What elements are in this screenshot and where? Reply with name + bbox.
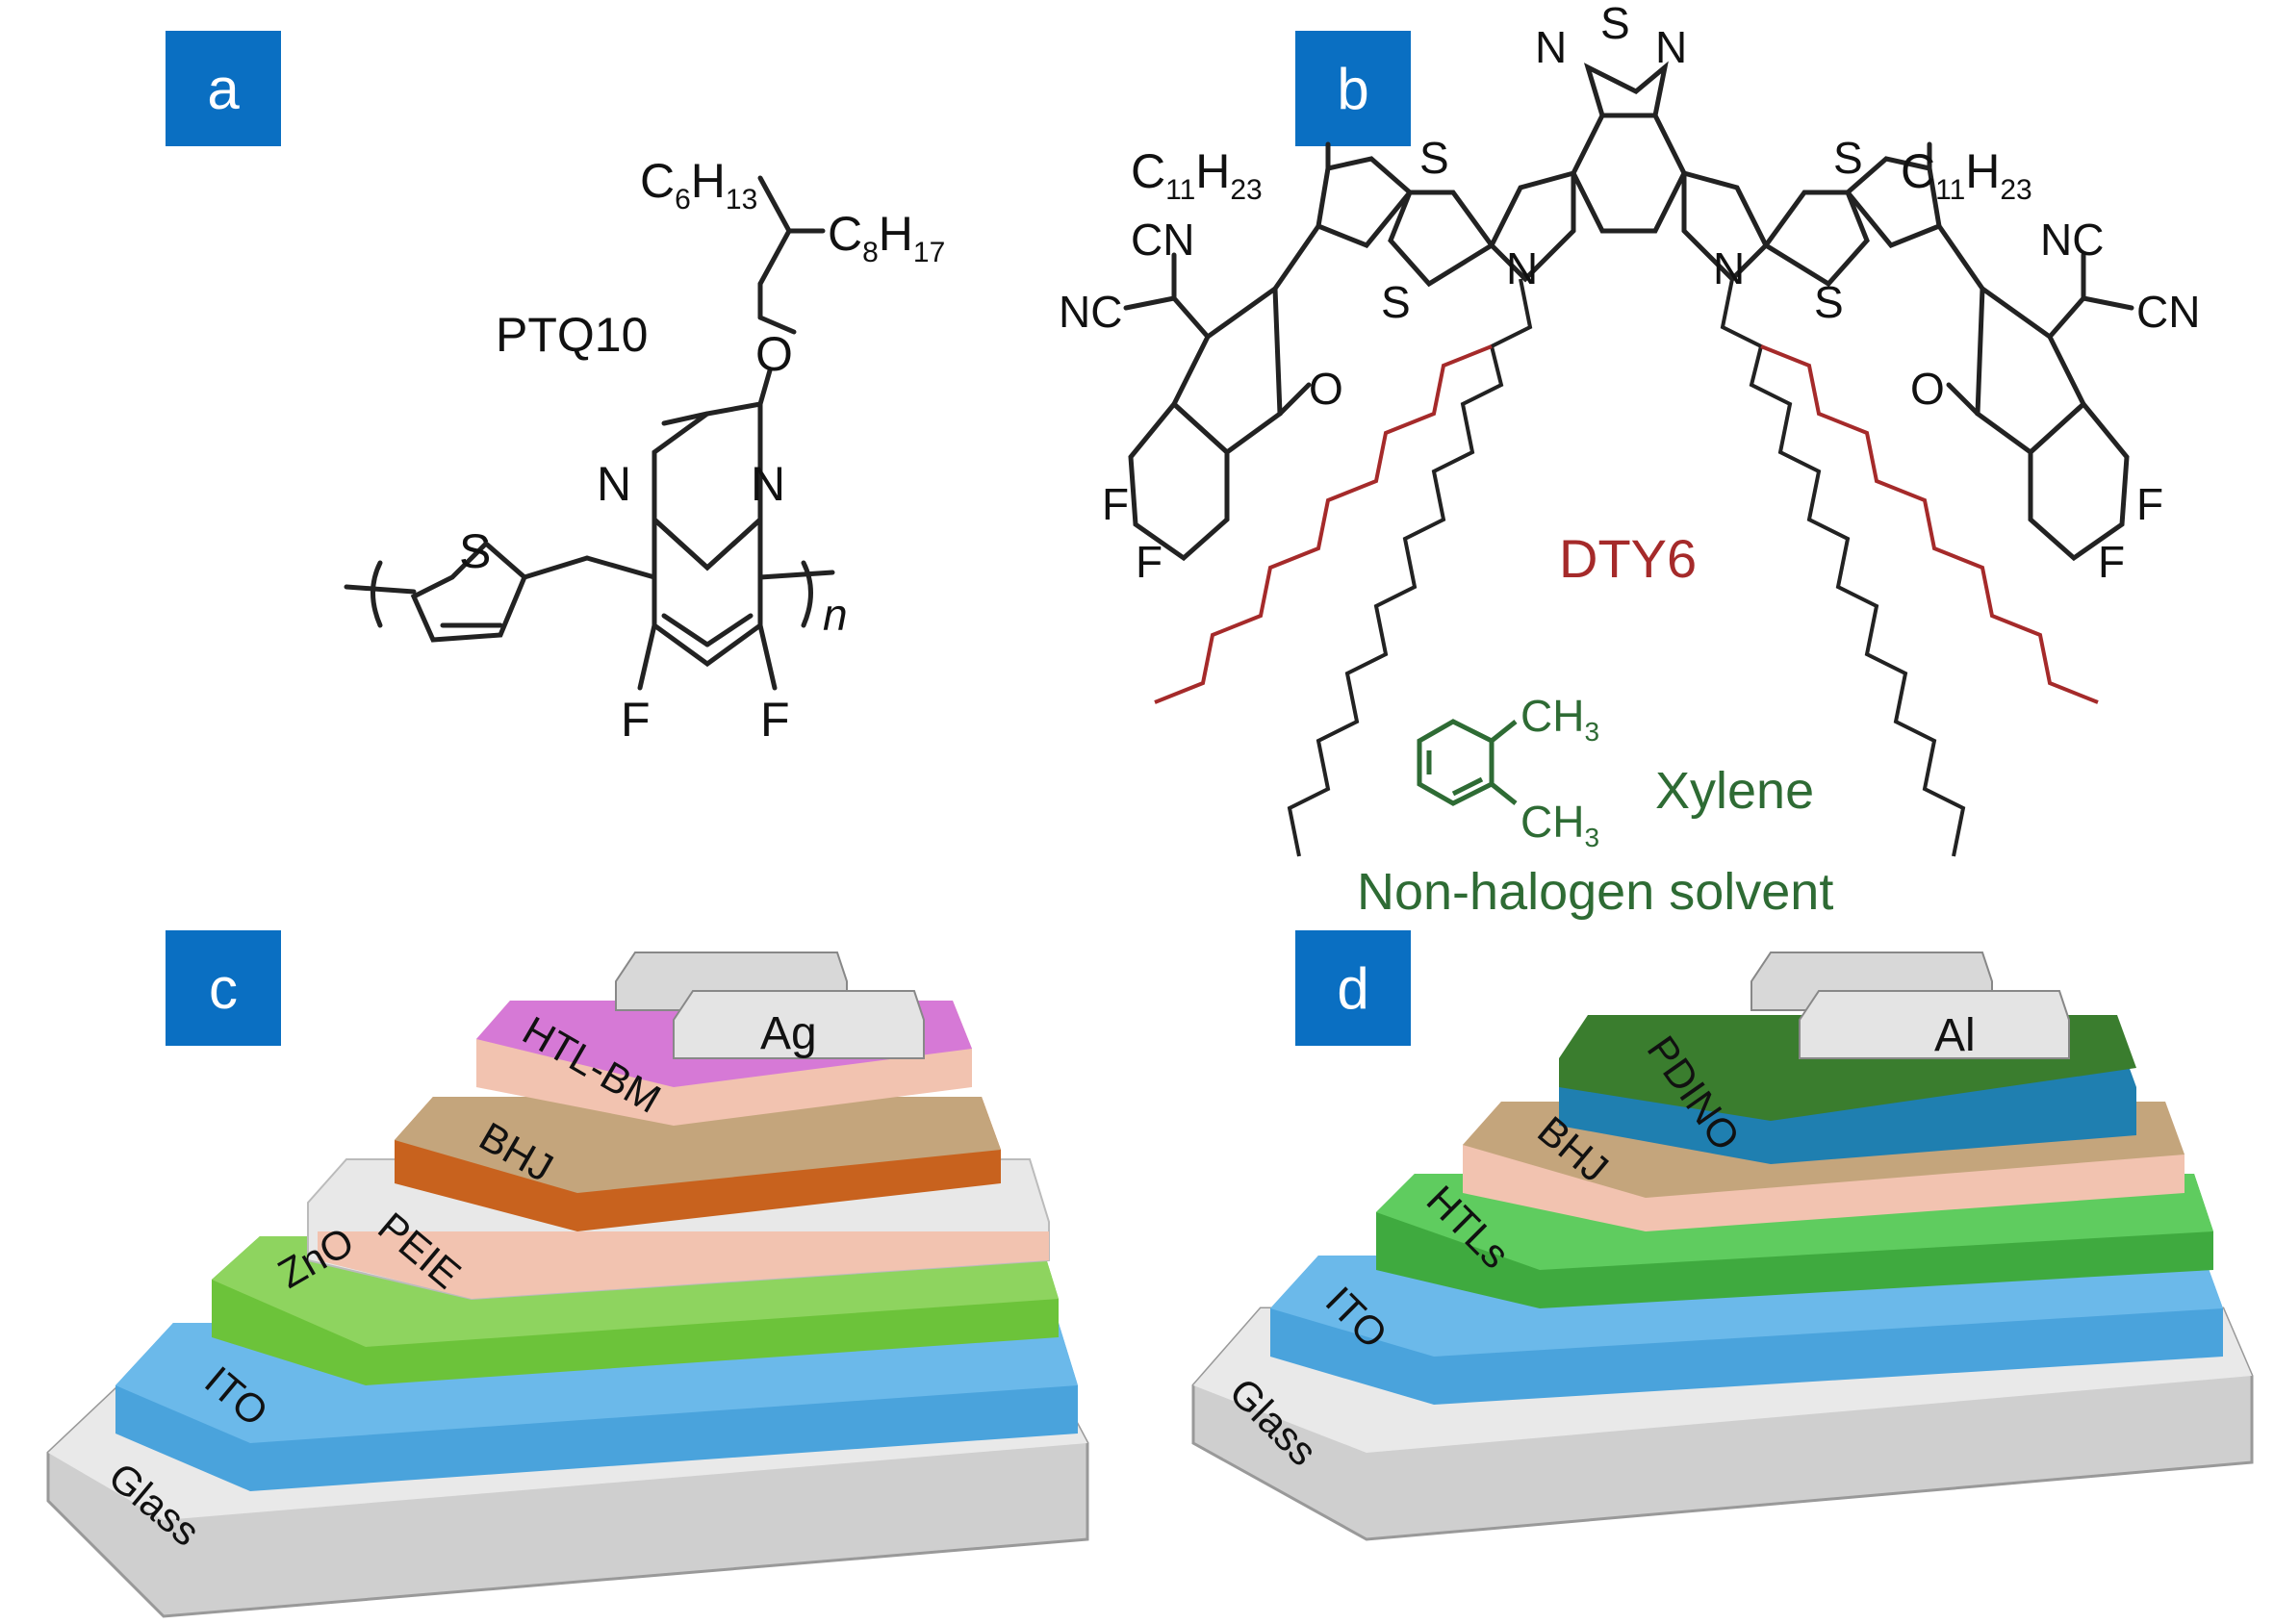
- atom-f1: F: [1102, 479, 1129, 529]
- atom-oxygen: O: [755, 327, 793, 381]
- polymer-name: PTQ10: [496, 308, 648, 362]
- atom-cn2: CN: [2136, 287, 2200, 337]
- chain-c8h17: C8H17: [828, 207, 945, 268]
- atom-s3: S: [1833, 133, 1863, 183]
- device-stack-c: Ag HTL-BM BHJ PEIE ZnO ITO Glass: [46, 952, 1089, 1618]
- atom-n-left: N: [597, 457, 631, 511]
- atom-s1: S: [1419, 133, 1449, 183]
- atom-n-right: N: [751, 457, 785, 511]
- atom-nc1: NC: [1059, 287, 1122, 337]
- atom-cn1: CN: [1131, 215, 1194, 265]
- molecule-name: DTY6: [1559, 528, 1697, 589]
- atom-n-core-right: N: [1713, 243, 1745, 293]
- ptq10-structure: PTQ10 C6H13 C8H17 O N N S F F n: [344, 154, 945, 747]
- atom-f4: F: [2098, 537, 2125, 587]
- device-stack-d: Al PDINO BHJ HTLs ITO Glass: [1191, 952, 2254, 1541]
- panel-a-badge: a: [166, 31, 281, 146]
- atom-s2: S: [1381, 277, 1411, 327]
- atom-n-top-left: N: [1535, 22, 1567, 72]
- atom-f-right: F: [760, 693, 790, 747]
- label-ag: Ag: [760, 1008, 817, 1059]
- chain-c11h23-right: C11H23: [1901, 144, 2032, 206]
- solvent-name: Xylene: [1655, 762, 1814, 820]
- chain-c11h23-left: C11H23: [1131, 144, 1263, 206]
- panel-b-badge: b: [1295, 31, 1411, 146]
- al-electrode-front: [1799, 990, 2070, 1059]
- atom-sulfur: S: [459, 524, 491, 578]
- chain-c6h13: C6H13: [640, 154, 757, 216]
- dty6-structure: N S N S S S S N N C11H23 C11H23 CN NC NC…: [1059, 0, 2200, 921]
- atom-s-top: S: [1600, 0, 1630, 48]
- atom-s4: S: [1814, 277, 1844, 327]
- xylene-ch3-top: CH3: [1520, 691, 1599, 747]
- atom-f-left: F: [621, 693, 651, 747]
- panel-c-badge: c: [166, 930, 281, 1046]
- label-al: Al: [1934, 1010, 1976, 1061]
- ag-electrode-front: [673, 990, 925, 1059]
- atom-f2: F: [1136, 537, 1163, 587]
- panel-d-badge: d: [1295, 930, 1411, 1046]
- atom-n-top-right: N: [1655, 22, 1687, 72]
- atom-nc2: NC: [2040, 215, 2104, 265]
- atom-f3: F: [2136, 479, 2163, 529]
- xylene-ch3-bottom: CH3: [1520, 797, 1599, 852]
- solvent-caption: Non-halogen solvent: [1357, 863, 1833, 921]
- atom-n-core-left: N: [1506, 243, 1538, 293]
- atom-o-left: O: [1309, 364, 1343, 414]
- repeat-n: n: [823, 590, 848, 640]
- atom-o-right: O: [1910, 364, 1945, 414]
